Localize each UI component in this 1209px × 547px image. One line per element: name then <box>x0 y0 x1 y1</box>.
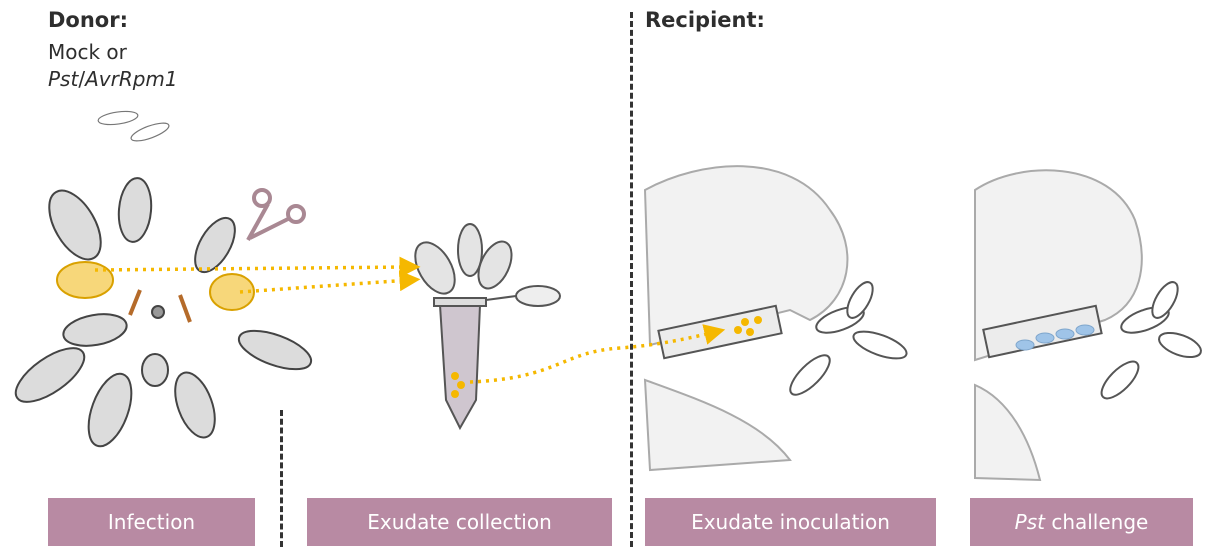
scissors-icon <box>248 190 304 240</box>
step-exudate-inoculation-label: Exudate inoculation <box>645 498 936 546</box>
step-collection-text: Exudate collection <box>367 510 552 534</box>
donor-plant <box>7 177 315 452</box>
step-infection-label: Infection <box>48 498 255 546</box>
transfer-arrows <box>95 267 715 382</box>
step-infection-text: Infection <box>108 510 195 534</box>
collection-tube <box>407 224 560 428</box>
step-pst-challenge-label: Pst challenge <box>970 498 1193 546</box>
step-inoculation-text: Exudate inoculation <box>691 510 890 534</box>
step-exudate-collection-label: Exudate collection <box>307 498 612 546</box>
bacteria-icon <box>97 109 170 144</box>
step-pst-italic: Pst <box>1015 510 1045 534</box>
step-challenge-text: challenge <box>1045 510 1148 534</box>
